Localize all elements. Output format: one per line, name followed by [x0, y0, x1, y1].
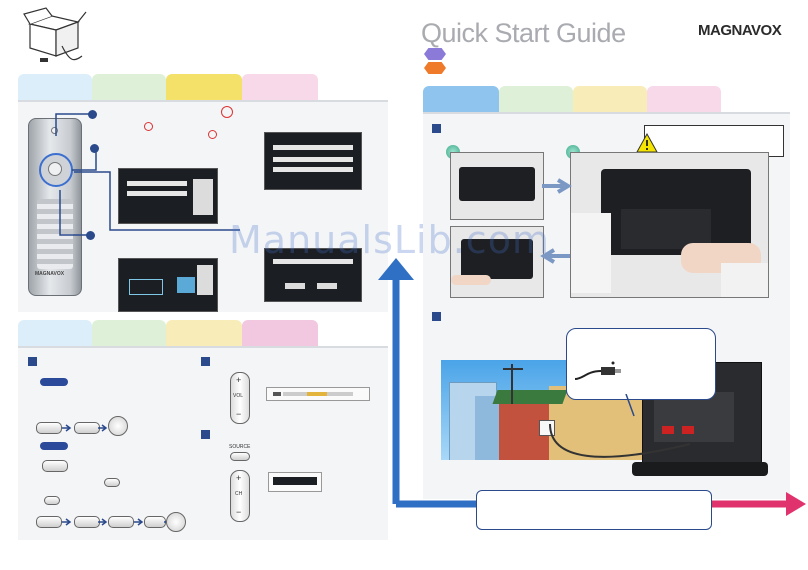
tab-blue-right[interactable] — [423, 86, 499, 112]
arrow-icon — [62, 518, 72, 526]
arrow-icon — [98, 518, 108, 526]
connector-callout — [566, 328, 716, 400]
step-button — [108, 516, 134, 528]
tab-blue-top-left[interactable] — [18, 74, 92, 100]
tab-pink-top-left[interactable] — [242, 74, 318, 100]
key-badge — [40, 378, 68, 386]
volume-bar-screen — [266, 387, 370, 401]
cable-plug-icon — [574, 361, 621, 380]
language-badge-purple — [424, 48, 446, 60]
step-button — [44, 496, 60, 505]
callout-pointer — [625, 394, 635, 417]
section-marker — [201, 357, 210, 366]
dpad-ok[interactable] — [48, 162, 62, 176]
tab-pink-bottom-left[interactable] — [242, 320, 318, 346]
power-button[interactable] — [51, 127, 58, 134]
channel-rocker: + CH − — [230, 470, 250, 522]
menu-screen-3 — [118, 258, 218, 312]
channel-screen — [268, 472, 322, 492]
ok-button — [108, 416, 128, 436]
highlight-mark — [208, 130, 217, 139]
step-arrows — [540, 178, 572, 264]
section-marker — [432, 124, 441, 133]
section-marker — [432, 312, 441, 321]
arrow-icon — [62, 424, 72, 432]
menu-screen-1 — [118, 168, 218, 224]
step-button — [36, 516, 62, 528]
key-badge — [40, 442, 68, 450]
section-marker — [28, 357, 37, 366]
remote-button-grid — [37, 199, 73, 269]
tab-green-top-left[interactable] — [92, 74, 166, 100]
ok-button — [166, 512, 186, 532]
tab-blue-bottom-left[interactable] — [18, 320, 92, 346]
tab-yellow-right[interactable] — [573, 86, 647, 112]
source-button — [230, 452, 250, 461]
step-button — [74, 516, 100, 528]
language-badge-orange — [424, 62, 446, 74]
section-marker — [201, 430, 210, 439]
tv-back-photo-small — [450, 152, 544, 220]
box-icon — [23, 7, 87, 62]
tab-yellow-bottom-left[interactable] — [166, 320, 242, 346]
watermark: ManualsLib.com — [229, 218, 550, 262]
step-marker-3 — [86, 231, 95, 240]
step-button — [74, 422, 100, 434]
highlight-mark — [221, 106, 233, 118]
step-marker-2 — [90, 144, 99, 153]
page-title: Quick Start Guide — [421, 18, 626, 48]
step-button — [36, 422, 62, 434]
menu-screen-4 — [264, 248, 362, 302]
tv-stand-removal-photo — [570, 152, 769, 298]
connector-lines — [55, 113, 240, 236]
flow-arrows — [378, 258, 806, 516]
step-button — [42, 460, 68, 472]
step-button — [144, 516, 166, 528]
tab-pink-right[interactable] — [647, 86, 721, 112]
tab-yellow-top-left[interactable] — [166, 74, 242, 100]
highlight-mark — [144, 122, 153, 131]
step-button — [104, 478, 120, 487]
tv-stand-photo-small — [450, 226, 544, 298]
step-marker-1 — [88, 110, 97, 119]
tab-green-bottom-left[interactable] — [92, 320, 166, 346]
tab-green-right[interactable] — [499, 86, 573, 112]
antenna-cable — [549, 423, 691, 458]
brand-logo: MAGNAVOX — [698, 22, 782, 39]
next-step-box — [476, 490, 712, 530]
arrow-icon — [98, 424, 108, 432]
arrow-icon — [134, 518, 144, 526]
source-button-label: SOURCE — [229, 444, 251, 450]
operation-panel — [18, 346, 388, 540]
remote-control: MAGNAVOX — [28, 118, 82, 296]
menu-screen-2 — [264, 132, 362, 190]
volume-rocker: + VOL − — [230, 372, 250, 424]
warning-icon — [636, 133, 658, 153]
remote-brand: MAGNAVOX — [35, 271, 65, 277]
